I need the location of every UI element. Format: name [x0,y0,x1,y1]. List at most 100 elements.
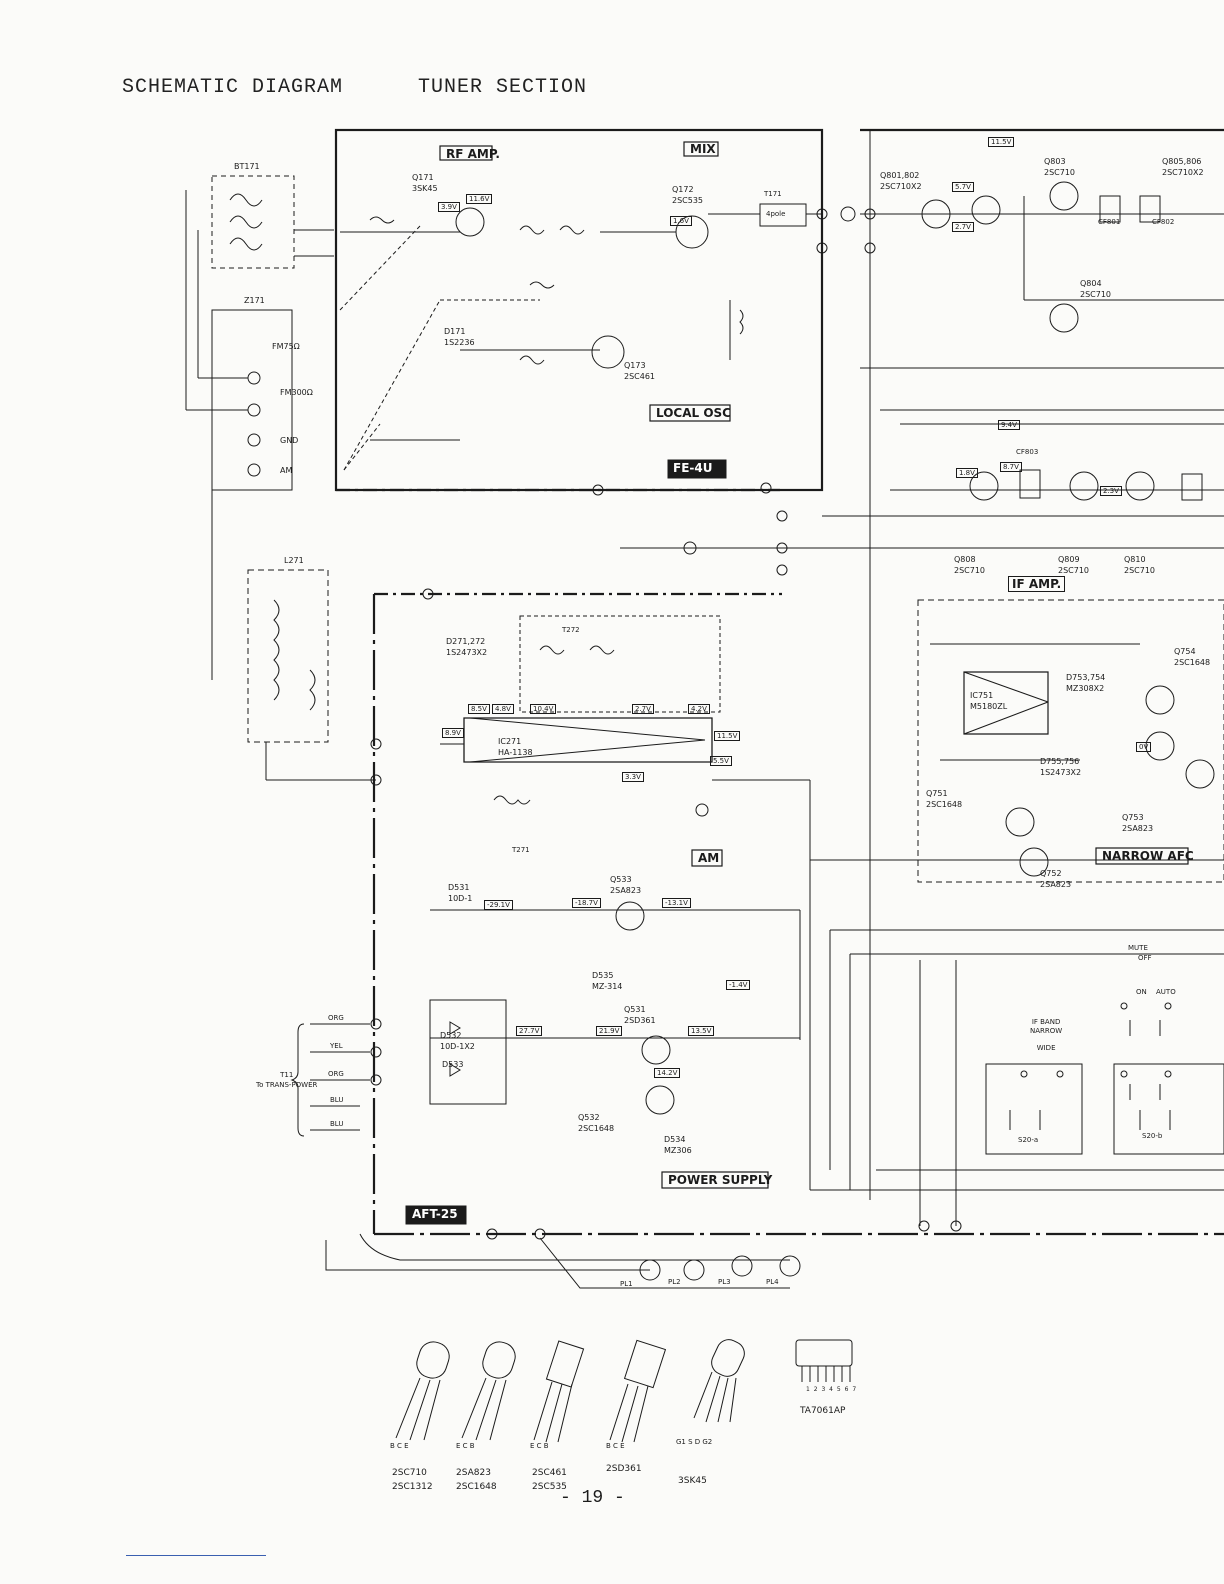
wire-yel: YEL [330,1042,343,1050]
voltage-tag: 2.3V [1100,486,1122,496]
rf-section [339,203,822,471]
am-terminal-label: AM [280,466,293,475]
wire-org-1: ORG [328,1014,344,1022]
cf803-label: CF803 [1016,448,1039,456]
voltage-tag: -29.1V [484,900,513,910]
voltage-tag: 8.9V [442,728,464,738]
connector-nodes [370,206,962,1240]
voltage-tag: 3.9V [438,202,460,212]
pkg-pins-3: E C B [530,1442,549,1450]
voltage-tag: 11.5V [714,731,741,741]
mute-off-label: OFF [1138,954,1152,962]
l271-label: L271 [284,556,304,565]
voltage-tag: -1.4V [726,980,751,990]
wire-blu-2: BLU [330,1120,344,1128]
voltage-tag: 11.6V [466,194,493,204]
voltage-tag: 2.7V [952,222,974,232]
interconnects [620,547,1224,1226]
wire-org-2: ORG [328,1070,344,1078]
aft25-label: AFT-25 [412,1207,458,1221]
voltage-tag: 0V [1136,742,1152,752]
if-amp-label: IF AMP. [1008,576,1066,592]
voltage-tag: 10.4V [530,704,557,714]
t171-label: T171 [764,190,782,198]
voltage-tag: -13.1V [662,898,691,908]
antenna-block [185,175,376,781]
voltage-tag: 27.7V [516,1026,543,1036]
voltage-tag: 1.8V [956,468,978,478]
page-number: - 19 - [560,1488,625,1508]
fe4u-label: FE-4U [673,461,713,475]
pkg-pins-5: G1 S D G2 [676,1438,713,1446]
switch-bank [985,1002,1224,1155]
voltage-tag: 2.7V [632,704,654,714]
voltage-tag: 1.6V [670,216,692,226]
cf801-label: CF801 [1098,218,1121,226]
pl2-label: PL2 [668,1278,681,1286]
if-strip [822,130,1224,1200]
d533-label: D533 [442,1060,464,1069]
bt171-label: BT171 [234,162,260,171]
mute-label: MUTE [1128,944,1148,952]
rf-amp-label: RF AMP. [446,147,500,161]
pl1-label: PL1 [620,1280,633,1288]
fe4u-label-box [667,459,727,479]
cf802-label: CF802 [1152,218,1175,226]
voltage-tag: 8.5V [468,704,490,714]
mute-auto-label: AUTO [1156,988,1176,996]
power-supply-label: POWER SUPPLY [668,1173,773,1187]
voltage-tag: 4.2V [688,704,710,714]
voltage-tag: 5.7V [952,182,974,192]
t271-label: T271 [512,846,530,854]
section-title: TUNER SECTION [418,76,588,99]
mute-on-label: ON [1136,988,1147,996]
package-drawings [395,1339,853,1443]
pkg-pins-6: 1 2 3 4 5 6 7 [806,1386,858,1393]
narrow-afc-label: NARROW AFC [1102,849,1194,863]
pkg-pins-4: B C E [606,1442,625,1450]
voltage-tag: 14.2V [654,1068,681,1078]
voltage-tag: -18.7V [572,898,601,908]
s20b-label: S20-b [1142,1132,1163,1140]
z171-label: Z171 [244,296,265,305]
fe4u-module [334,128,1224,492]
voltage-tag: 11.5V [988,137,1015,147]
gnd-label: GND [280,436,299,445]
aft25-module [290,592,1224,1236]
t171-filter-label: 4pole [766,210,786,218]
fm75-label: FM75Ω [272,342,300,351]
am-label: AM [698,851,720,865]
page-title: SCHEMATIC DIAGRAM [122,76,344,99]
pkg-pins-1: B C E [390,1442,409,1450]
narrow-afc-block [917,599,1224,883]
pkg-parts-5: 3SK45 [678,1476,707,1486]
t272-label: T272 [562,626,580,634]
voltage-tag: 3.3V [622,772,644,782]
voltage-tag: 13.5V [688,1026,715,1036]
if-band-label: IF BAND NARROW WIDE [1030,1018,1063,1052]
pkg-parts-6: TA7061AP [800,1406,846,1416]
voltage-tag: 21.9V [596,1026,623,1036]
pkg-parts-4: 2SD361 [606,1464,642,1474]
